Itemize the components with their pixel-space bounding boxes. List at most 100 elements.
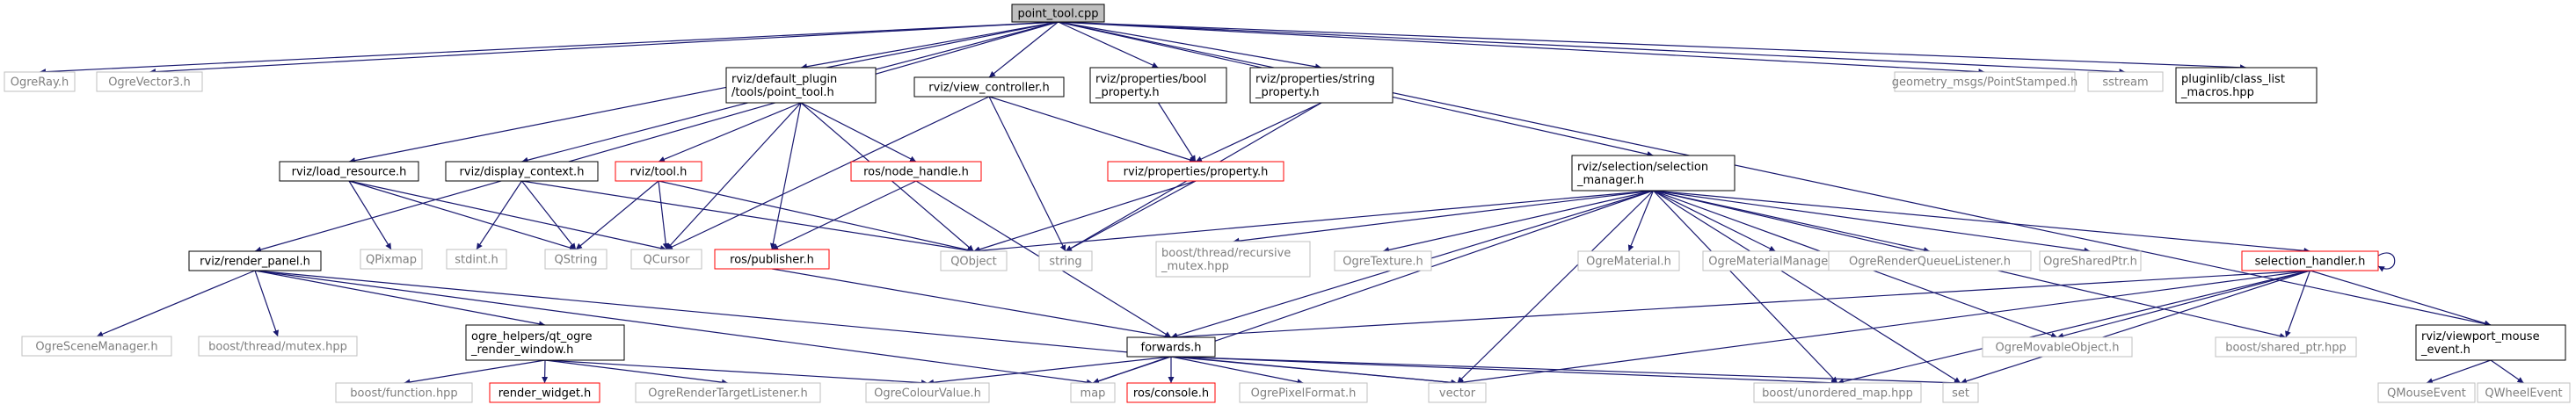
node-qmouseevent[interactable]: QMouseEvent: [2377, 382, 2476, 403]
node-label: QObject: [950, 256, 997, 269]
edge-selection-manager-to-ogresharedptr: [1653, 190, 2091, 254]
node-box: [1428, 382, 1487, 403]
node-label: rviz/selection/selection: [1577, 161, 1708, 174]
node-box: [1753, 382, 1922, 403]
node-qobject[interactable]: QObject: [940, 250, 1008, 271]
edge: [973, 190, 1654, 254]
edge-root-to-sstream: [1058, 21, 2126, 76]
edge-root-to-render-panel: [254, 21, 1059, 253]
node-boost-function[interactable]: boost/function.hpp: [335, 382, 473, 403]
node-label: OgreRay.h: [11, 76, 69, 90]
node-render-widget[interactable]: render_widget.h: [489, 382, 600, 403]
node-ogrematerialmanager[interactable]: OgreMaterialManager.h: [1702, 250, 1849, 271]
node-label: _manager.h: [1576, 174, 1644, 187]
node-label: forwards.h: [1141, 342, 1202, 355]
node-string[interactable]: string: [1038, 250, 1093, 271]
node-point-tool-h[interactable]: rviz/default_plugin/tools/point_tool.h: [725, 67, 877, 104]
node-view-controller[interactable]: rviz/view_controller.h: [913, 76, 1065, 98]
node-ogrevector3[interactable]: OgreVector3.h: [96, 71, 203, 92]
node-label: string: [1049, 256, 1081, 269]
node-bool-property[interactable]: rviz/properties/bool_property.h: [1089, 67, 1227, 104]
edge: [39, 21, 1059, 76]
node-string-property[interactable]: rviz/properties/string_property.h: [1249, 67, 1394, 104]
edge-selection-manager-to-ogretexture: [1382, 190, 1654, 253]
edge-forwards-to-ogrecolourvalue: [927, 356, 1172, 386]
node-label: OgreSharedPtr.h: [2043, 256, 2137, 269]
node-boost-unordered-map[interactable]: boost/unordered_map.hpp: [1753, 382, 1922, 403]
edge-selection-handler-to-viewport-mouse-event: [2310, 270, 2492, 327]
edge-root-to-ogreray: [39, 21, 1059, 76]
node-qwheelevent[interactable]: QWheelEvent: [2477, 382, 2571, 403]
node-box: [445, 161, 599, 182]
node-ogrerendertargetlistener[interactable]: OgreRenderTargetListener.h: [635, 382, 821, 403]
edge-node-handle-to-publisher: [771, 180, 917, 250]
node-label: rviz/properties/property.h: [1124, 166, 1269, 179]
node-sstream[interactable]: sstream: [2087, 71, 2164, 92]
node-label: _property.h: [1095, 86, 1160, 99]
node-label: sstream: [2102, 76, 2148, 90]
edge-forwards-to-vector: [1170, 356, 1458, 386]
node-forwards[interactable]: forwards.h: [1126, 336, 1216, 358]
node-ogrescenemanager[interactable]: OgreSceneManager.h: [21, 336, 172, 357]
edge-point-tool-h-to-qcursor: [666, 102, 802, 250]
node-boost-mutex[interactable]: boost/thread/mutex.hpp: [198, 336, 358, 357]
node-map[interactable]: map: [1070, 382, 1116, 403]
node-qcursor[interactable]: QCursor: [630, 249, 702, 270]
node-ogretexture[interactable]: OgreTexture.h: [1334, 250, 1432, 271]
node-viewport-mouse-event[interactable]: rviz/viewport_mouse_event.h: [2415, 324, 2566, 361]
node-ogremovableobject[interactable]: OgreMovableObject.h: [1982, 336, 2133, 358]
edge: [575, 180, 659, 250]
node-property-h[interactable]: rviz/properties/property.h: [1107, 161, 1284, 182]
node-boost-shared-ptr[interactable]: boost/shared_ptr.hpp: [2215, 336, 2357, 358]
node-load-resource[interactable]: rviz/load_resource.h: [279, 161, 419, 182]
node-ogreray[interactable]: OgreRay.h: [4, 71, 76, 92]
node-ogrematerial[interactable]: OgreMaterial.h: [1577, 250, 1680, 271]
node-publisher[interactable]: ros/publisher.h: [714, 249, 830, 270]
node-ogrecolourvalue[interactable]: OgreColourValue.h: [865, 382, 990, 403]
node-label: OgreSceneManager.h: [35, 341, 157, 354]
node-render-panel[interactable]: rviz/render_panel.h: [188, 250, 322, 271]
edge-tool-h-to-qobject: [658, 180, 974, 253]
edge-selection-manager-to-vector: [1457, 190, 1654, 384]
node-box: [1249, 67, 1394, 104]
node-qpixmap[interactable]: QPixmap: [360, 249, 423, 270]
node-selection-manager[interactable]: rviz/selection/selection_manager.h: [1571, 155, 1736, 192]
node-stdint[interactable]: stdint.h: [446, 249, 507, 270]
node-box: [2377, 382, 2476, 403]
node-recursive-mutex[interactable]: boost/thread/recursive_mutex.hpp: [1155, 241, 1311, 278]
node-root[interactable]: point_tool.cpp: [1011, 4, 1105, 23]
node-qstring[interactable]: QString: [544, 249, 608, 270]
node-label: rviz/render_panel.h: [200, 256, 310, 269]
edge: [1457, 190, 1654, 384]
node-box: [615, 161, 702, 182]
node-ogrepixelformat[interactable]: OgrePixelFormat.h: [1239, 382, 1368, 403]
node-label: OgreColourValue.h: [874, 387, 981, 401]
node-node-handle[interactable]: ros/node_handle.h: [850, 161, 982, 182]
node-ogresharedptr[interactable]: OgreSharedPtr.h: [2039, 250, 2142, 271]
node-box: [2415, 324, 2566, 361]
node-qt-ogre-render-window[interactable]: ogre_helpers/qt_ogre_render_window.h: [465, 324, 625, 361]
node-ogrerenderqueuelistener[interactable]: OgreRenderQueueListener.h: [1828, 250, 2032, 271]
edge-root-to-pointstamped: [1058, 21, 1985, 76]
node-box: [2241, 250, 2379, 271]
edge: [2490, 359, 2524, 384]
node-box: [1334, 250, 1432, 271]
edge-forwards-to-set: [1170, 356, 1961, 387]
node-box: [446, 249, 507, 270]
edge: [927, 356, 1172, 386]
edge: [254, 21, 1059, 253]
node-class-list-macros[interactable]: pluginlib/class_list_macros.hpp: [2175, 67, 2318, 104]
node-ros-console[interactable]: ros/console.h: [1126, 382, 1216, 403]
node-tool-h[interactable]: rviz/tool.h: [615, 161, 702, 182]
node-vector[interactable]: vector: [1428, 382, 1487, 403]
edge: [769, 102, 802, 250]
node-selection-handler[interactable]: selection_handler.h: [2241, 250, 2379, 271]
edge: [544, 359, 729, 386]
node-display-context[interactable]: rviz/display_context.h: [445, 161, 599, 182]
node-label: pluginlib/class_list: [2181, 73, 2285, 86]
node-set[interactable]: set: [1942, 382, 1979, 403]
edge: [1653, 190, 1961, 384]
node-label: OgreVector3.h: [108, 76, 191, 90]
node-pointstamped[interactable]: geometry_msgs/PointStamped.h: [1892, 71, 2078, 92]
edge: [348, 180, 392, 250]
